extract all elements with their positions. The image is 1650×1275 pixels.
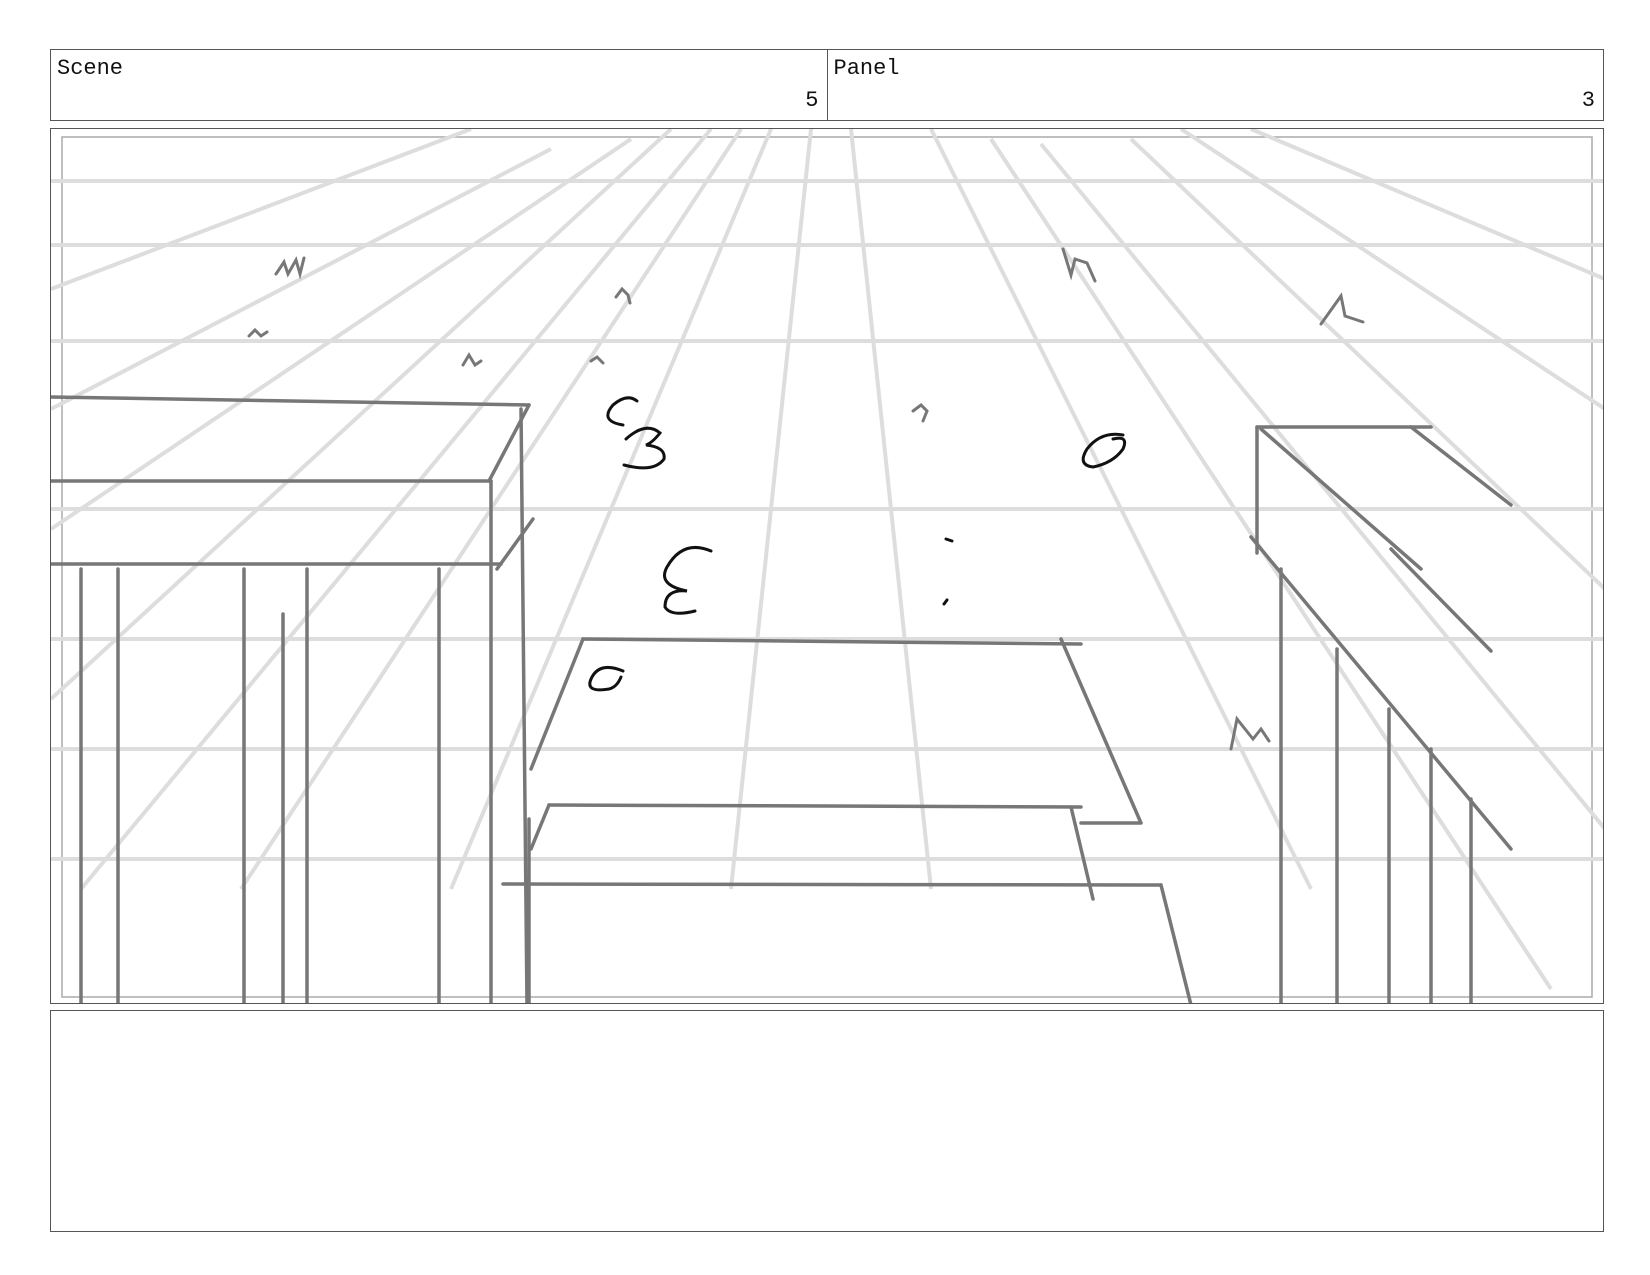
- panel-label: Panel: [833, 56, 900, 81]
- character-markers: [588, 396, 1127, 692]
- panel-cell: Panel 3: [826, 50, 1604, 120]
- left-counter: [51, 395, 535, 1003]
- panel-number: 3: [1581, 88, 1595, 113]
- notes-box[interactable]: [50, 1010, 1604, 1232]
- center-table: [501, 637, 1193, 1003]
- scene-cell: Scene 5: [51, 50, 827, 120]
- right-building: [1249, 425, 1513, 1003]
- sketch-scribbles: [247, 247, 1365, 751]
- panel-sketch: [51, 129, 1603, 1003]
- storyboard-panel: [50, 128, 1604, 1004]
- safe-frame: [61, 136, 1593, 998]
- scene-number: 5: [805, 88, 819, 113]
- scene-label: Scene: [57, 56, 124, 81]
- storyboard-header: Scene 5 Panel 3: [50, 49, 1604, 121]
